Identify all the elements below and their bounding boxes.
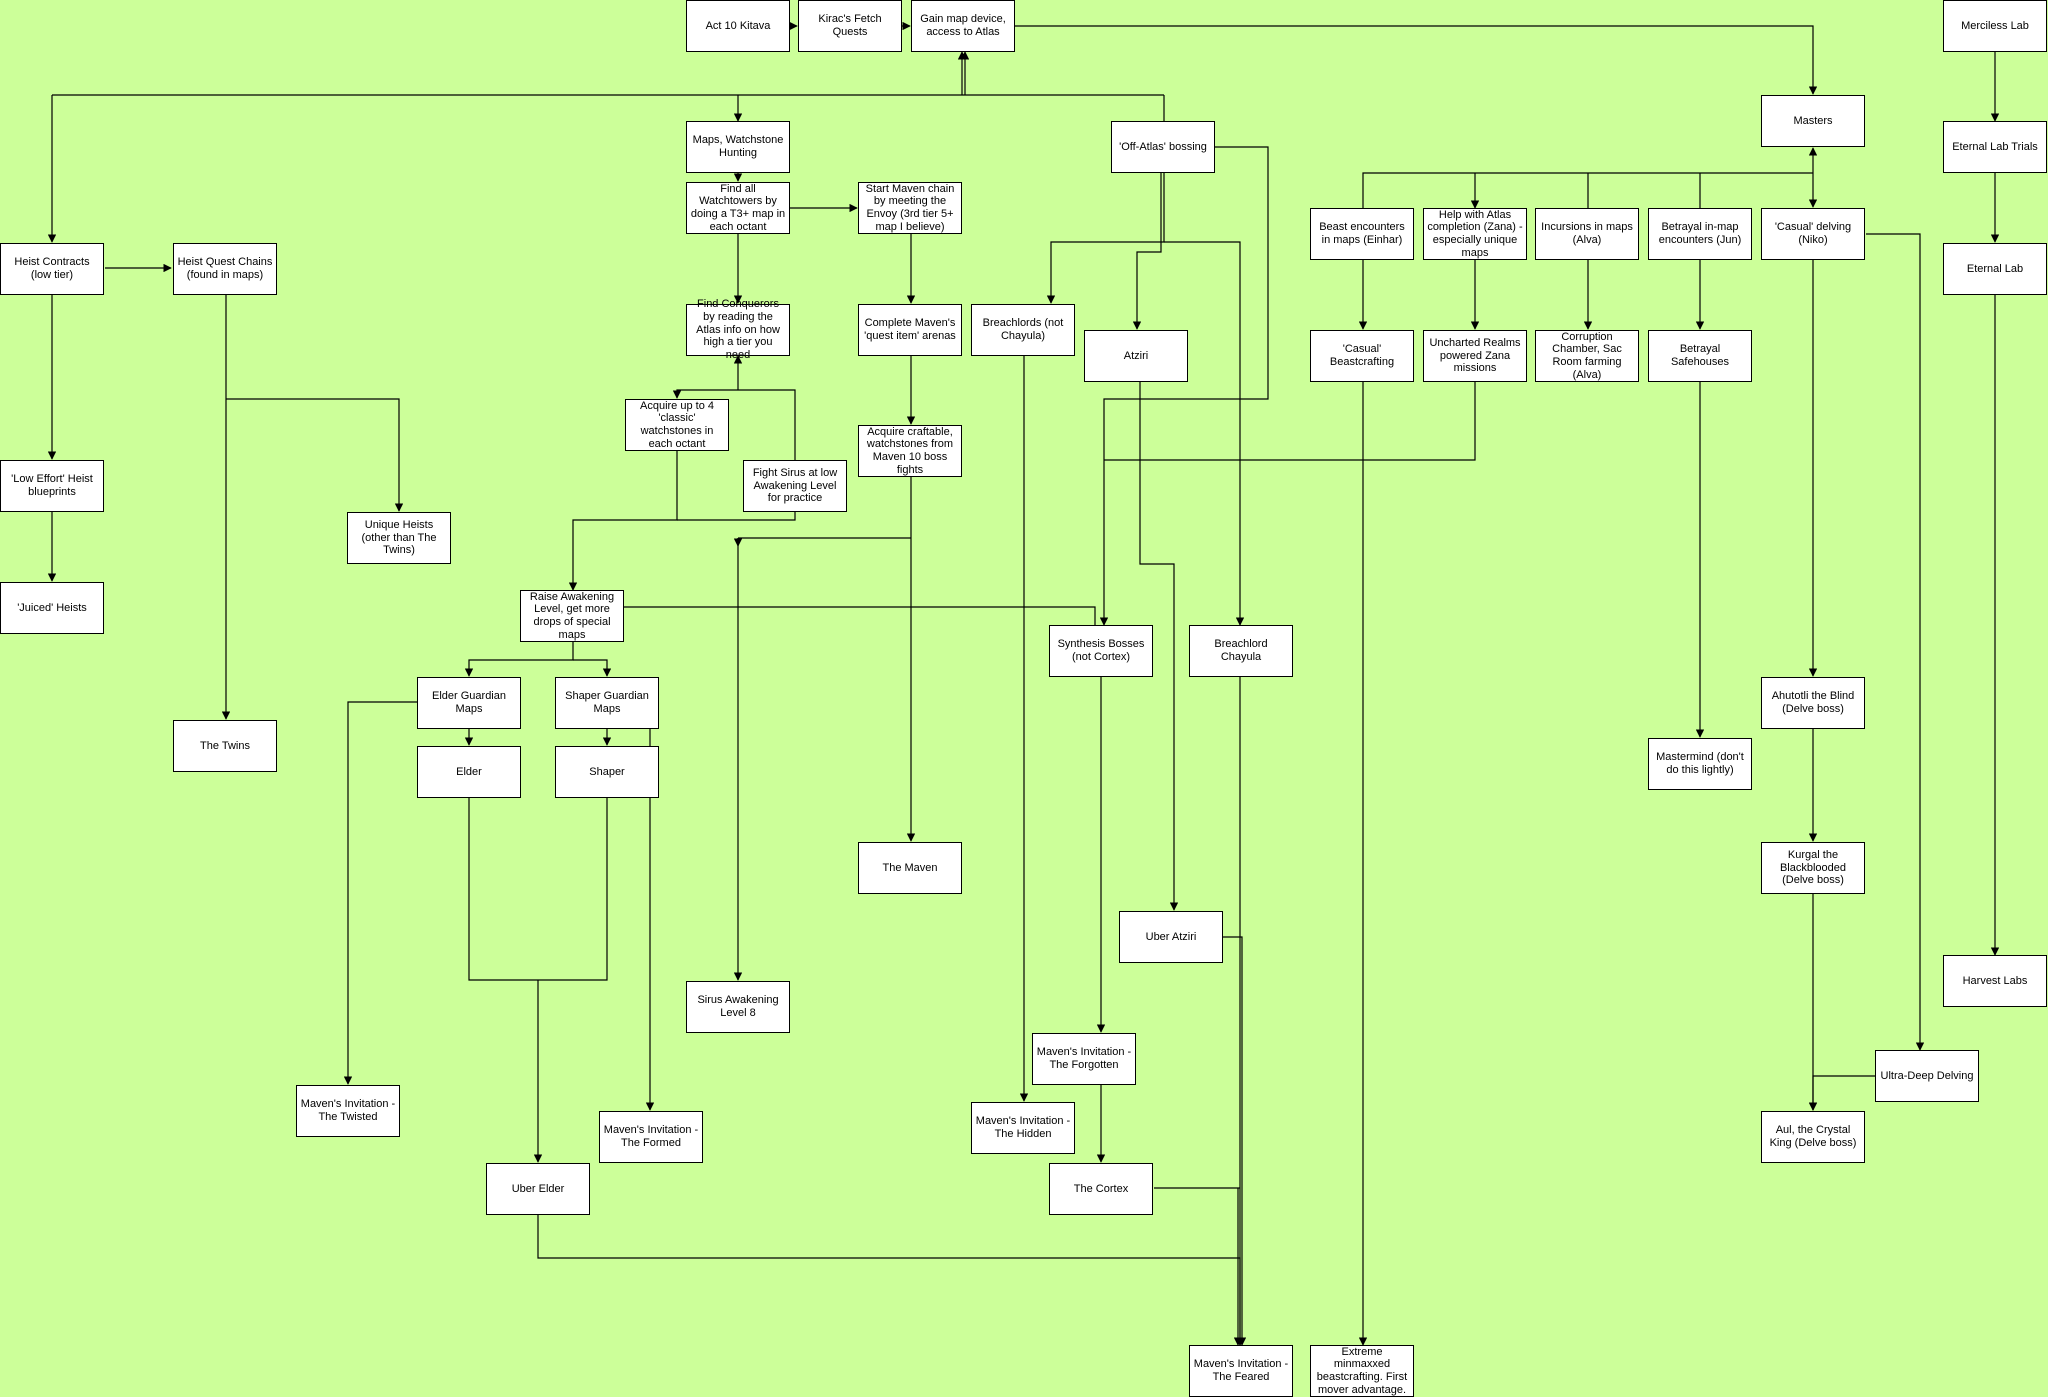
node-betrayal-safehouses[interactable]: Betrayal Safehouses xyxy=(1648,330,1752,382)
node-extreme-beastcrafting[interactable]: Extreme minmaxxed beastcrafting. First m… xyxy=(1310,1345,1414,1397)
node-the-maven[interactable]: The Maven xyxy=(858,842,962,894)
node-invitation-twisted[interactable]: Maven's Invitation - The Twisted xyxy=(296,1085,400,1137)
node-complete-maven-arenas[interactable]: Complete Maven's 'quest item' arenas xyxy=(858,304,962,356)
edge xyxy=(537,1215,1245,1346)
node-low-effort-heist[interactable]: 'Low Effort' Heist blueprints xyxy=(0,460,104,512)
node-uber-atziri[interactable]: Uber Atziri xyxy=(1119,911,1223,963)
node-incursions-in-maps[interactable]: Incursions in maps (Alva) xyxy=(1535,208,1639,260)
node-help-atlas-completion[interactable]: Help with Atlas completion (Zana) - espe… xyxy=(1423,208,1527,260)
node-synthesis-bosses[interactable]: Synthesis Bosses (not Cortex) xyxy=(1049,625,1153,677)
node-invitation-feared[interactable]: Maven's Invitation - The Feared xyxy=(1189,1345,1293,1397)
node-juiced-heists[interactable]: 'Juiced' Heists xyxy=(0,582,104,634)
node-elder-guardian-maps[interactable]: Elder Guardian Maps xyxy=(417,677,521,729)
node-kurgal[interactable]: Kurgal the Blackblooded (Delve boss) xyxy=(1761,842,1865,894)
edge xyxy=(1104,382,1476,461)
node-gain-map-device[interactable]: Gain map device, access to Atlas xyxy=(911,0,1015,52)
edge xyxy=(343,701,417,1085)
node-heist-contracts[interactable]: Heist Contracts (low tier) xyxy=(0,243,104,295)
node-elder[interactable]: Elder xyxy=(417,746,521,798)
node-eternal-lab-trials[interactable]: Eternal Lab Trials xyxy=(1943,121,2047,173)
node-maps-watchstone-hunting[interactable]: Maps, Watchstone Hunting xyxy=(686,121,790,173)
node-atziri[interactable]: Atziri xyxy=(1084,330,1188,382)
edge xyxy=(1046,173,1165,304)
edge xyxy=(464,642,574,677)
node-shaper-guardian-maps[interactable]: Shaper Guardian Maps xyxy=(555,677,659,729)
node-heist-quest-chains[interactable]: Heist Quest Chains (found in maps) xyxy=(173,243,277,295)
node-the-cortex[interactable]: The Cortex xyxy=(1049,1163,1153,1215)
node-masters[interactable]: Masters xyxy=(1761,95,1865,147)
node-ahuzotli[interactable]: Ahutotli the Blind (Delve boss) xyxy=(1761,677,1865,729)
node-invitation-hidden[interactable]: Maven's Invitation - The Hidden xyxy=(971,1102,1075,1154)
node-merciless-lab[interactable]: Merciless Lab xyxy=(1943,0,2047,52)
node-casual-delving[interactable]: 'Casual' delving (Niko) xyxy=(1761,208,1865,260)
edge xyxy=(672,389,796,469)
node-eternal-lab[interactable]: Eternal Lab xyxy=(1943,243,2047,295)
node-aul-crystal-king[interactable]: Aul, the Crystal King (Delve boss) xyxy=(1761,1111,1865,1163)
node-breachlord-chayula[interactable]: Breachlord Chayula xyxy=(1189,625,1293,677)
edge xyxy=(1132,173,1162,330)
node-betrayal-encounters[interactable]: Betrayal in-map encounters (Jun) xyxy=(1648,208,1752,260)
node-corruption-chamber[interactable]: Corruption Chamber, Sac Room farming (Al… xyxy=(1535,330,1639,382)
edge xyxy=(1866,233,1925,1051)
node-kiracs-fetch-quests[interactable]: Kirac's Fetch Quests xyxy=(798,0,902,52)
edge xyxy=(624,606,1096,625)
edge xyxy=(1015,25,1818,95)
edge xyxy=(1223,936,1247,1346)
edge xyxy=(568,451,678,591)
node-mastermind[interactable]: Mastermind (don't do this lightly) xyxy=(1648,738,1752,790)
node-unique-heists[interactable]: Unique Heists (other than The Twins) xyxy=(347,512,451,564)
edge xyxy=(1099,146,1269,626)
edge xyxy=(468,798,608,981)
node-sirus-awakening-8[interactable]: Sirus Awakening Level 8 xyxy=(686,981,790,1033)
node-the-twins[interactable]: The Twins xyxy=(173,720,277,772)
node-start-maven-chain[interactable]: Start Maven chain by meeting the Envoy (… xyxy=(858,182,962,234)
edge xyxy=(573,659,612,677)
edge xyxy=(1808,1075,1875,1111)
node-uber-elder[interactable]: Uber Elder xyxy=(486,1163,590,1215)
node-invitation-forgotten[interactable]: Maven's Invitation - The Forgotten xyxy=(1032,1033,1136,1085)
node-casual-beastcrafting[interactable]: 'Casual' Beastcrafting xyxy=(1310,330,1414,382)
node-off-atlas-bossing[interactable]: 'Off-Atlas' bossing xyxy=(1111,121,1215,173)
node-uncharted-realms[interactable]: Uncharted Realms powered Zana missions xyxy=(1423,330,1527,382)
edge xyxy=(226,398,404,512)
node-find-all-watchtowers[interactable]: Find all Watchtowers by doing a T3+ map … xyxy=(686,182,790,234)
node-ultra-deep-delving[interactable]: Ultra-Deep Delving xyxy=(1875,1050,1979,1102)
node-breachlords[interactable]: Breachlords (not Chayula) xyxy=(971,304,1075,356)
edge xyxy=(677,512,796,521)
edge xyxy=(1362,172,1813,208)
node-beast-encounters[interactable]: Beast encounters in maps (Einhar) xyxy=(1310,208,1414,260)
node-fight-sirus-practice[interactable]: Fight Sirus at low Awakening Level for p… xyxy=(743,460,847,512)
node-find-conquerors[interactable]: Find Conquerors by reading the Atlas inf… xyxy=(686,298,790,361)
node-acquire-classic-watchstones[interactable]: Acquire up to 4 'classic' watchstones in… xyxy=(625,399,729,451)
edge xyxy=(1164,241,1245,626)
edge xyxy=(1139,382,1179,911)
node-act-10-kitava[interactable]: Act 10 Kitava xyxy=(686,0,790,52)
node-shaper[interactable]: Shaper xyxy=(555,746,659,798)
node-raise-awakening-level[interactable]: Raise Awakening Level, get more drops of… xyxy=(520,590,624,642)
node-harvest-labs[interactable]: Harvest Labs xyxy=(1943,955,2047,1007)
node-acquire-craftable-watchstones[interactable]: Acquire craftable, watchstones from Mave… xyxy=(858,425,962,477)
node-invitation-formed[interactable]: Maven's Invitation - The Formed xyxy=(599,1111,703,1163)
